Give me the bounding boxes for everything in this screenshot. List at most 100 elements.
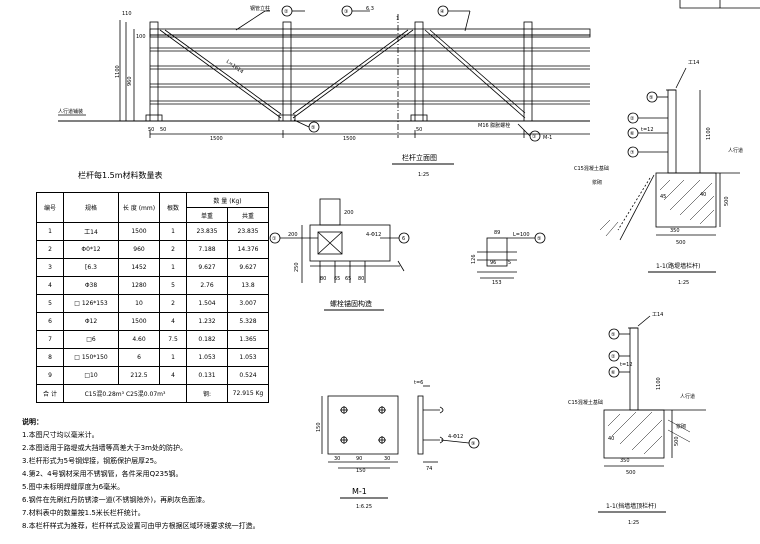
- plate-m1: [321, 385, 480, 469]
- note-item: 4.第2、4号钢材采用不锈钢管，各件采用Q235钢。: [22, 470, 183, 478]
- callout-2: ②: [284, 9, 289, 15]
- dim-1500-b: 1500: [343, 136, 356, 142]
- dim-50-right: 50: [416, 127, 422, 133]
- svg-text:74: 74: [426, 466, 432, 472]
- dim-1500-a: 1500: [210, 136, 223, 142]
- elevation-title: 栏杆立面图: [402, 153, 437, 162]
- svg-text:65: 65: [345, 276, 351, 282]
- label-plate: M-1: [543, 135, 552, 141]
- svg-text:C15混凝土基础: C15混凝土基础: [574, 165, 609, 172]
- svg-text:工14: 工14: [688, 60, 699, 66]
- table-row: 合 计 C15混0.28m³ C25混0.07m³ 钢: 72.915 Kg: [36, 384, 269, 403]
- section-2-hatch: [607, 411, 691, 455]
- svg-text:1100: 1100: [706, 127, 712, 140]
- section-1: [617, 67, 740, 241]
- title-block-fragment: [679, 0, 760, 9]
- svg-text:80: 80: [358, 276, 364, 282]
- svg-text:②: ②: [611, 354, 616, 360]
- notes-title: 说明：: [22, 418, 43, 426]
- anchor-detail: [269, 198, 410, 283]
- svg-text:350: 350: [620, 458, 630, 464]
- svg-text:30: 30: [384, 456, 390, 462]
- svg-text:人行道: 人行道: [728, 147, 743, 154]
- svg-text:153: 153: [492, 280, 502, 286]
- label-gap: 6.3: [366, 6, 374, 12]
- callout-5: ⑤: [311, 125, 315, 131]
- svg-text:200: 200: [344, 210, 354, 216]
- note-item: 3.栏杆形式为5号钢焊接，钢筋保护层厚25。: [22, 457, 162, 465]
- clip-detail: [477, 232, 546, 279]
- svg-text:⑥: ⑥: [611, 370, 616, 376]
- svg-text:4-Φ12: 4-Φ12: [366, 232, 381, 238]
- svg-text:200: 200: [288, 232, 298, 238]
- table-row: 单重 共重: [37, 207, 269, 223]
- section-2-text: 工14 ⑤ ② t=12 ⑥ C15混凝土基础 人行道 浆砌 500 350 1…: [568, 312, 695, 526]
- dim-100: 100: [136, 34, 146, 40]
- label-diag: L=1614: [225, 59, 244, 75]
- label-section: 1: [396, 16, 399, 22]
- svg-text:浆砌: 浆砌: [592, 179, 602, 186]
- svg-text:96: 96: [490, 260, 496, 266]
- note-item: 2.本图适用于路堤或大挡墙等高差大于3m处的防护。: [22, 444, 187, 452]
- svg-text:65: 65: [334, 276, 340, 282]
- note-item: 6.钢件在先刷红丹防锈漆一道(不锈钢除外)，再刷灰色面漆。: [22, 496, 210, 504]
- svg-text:40: 40: [608, 436, 614, 442]
- anchor-detail-text: ① 6 4-Φ12 200 200 250 80 65 65 80 螺栓锚固构造: [272, 210, 405, 308]
- section-1-scale: 1:25: [678, 280, 689, 286]
- label-post: 钢管立柱: [250, 5, 270, 12]
- svg-text:②: ②: [630, 116, 635, 122]
- svg-text:500: 500: [676, 240, 686, 246]
- table-row: 编号 规格 长 度 (mm) 根数 数 量 (Kg): [36, 192, 269, 223]
- svg-text:C15混凝土基础: C15混凝土基础: [568, 399, 603, 406]
- section-1-hatch: [599, 179, 715, 237]
- callout-4: ④: [440, 9, 445, 15]
- svg-text:30: 30: [334, 456, 340, 462]
- svg-text:250: 250: [294, 262, 300, 272]
- svg-text:⑨: ⑨: [471, 441, 475, 447]
- dim-110: 110: [122, 11, 132, 17]
- svg-text:5: 5: [508, 260, 511, 266]
- svg-text:1100: 1100: [656, 377, 662, 390]
- section-2-title: 1-1(挡墙墙顶栏杆): [606, 502, 656, 510]
- callout-1: ①: [532, 134, 537, 140]
- svg-text:t=12: t=12: [641, 127, 654, 133]
- svg-text:89: 89: [494, 230, 500, 236]
- design-notes: 说明： 1.本图尺寸均以毫米计。 2.本图适用于路堤或大挡墙等高差大于3m处的防…: [22, 416, 352, 533]
- svg-text:4-Φ12: 4-Φ12: [448, 434, 463, 440]
- callout-3: ③: [344, 9, 348, 15]
- note-item: 8.本栏杆样式为推荐，栏杆样式及设置可由甲方根据区域环境要求统一打造。: [22, 522, 260, 530]
- note-item: 7.材料表中的数量按1.5米长栏杆统计。: [22, 509, 145, 517]
- svg-text:45: 45: [660, 194, 666, 200]
- railing-elevation: [58, 5, 591, 142]
- section-1-text: 工14 ⑤ ② t=12 ⑥ ⑦ C15混凝土基础 浆砌 500 350 110…: [574, 60, 743, 286]
- svg-text:80: 80: [320, 276, 326, 282]
- svg-text:人行道: 人行道: [680, 393, 695, 400]
- dim-50-left2: 50: [160, 127, 166, 133]
- svg-text:t=12: t=12: [620, 362, 633, 368]
- svg-text:⑤: ⑤: [649, 95, 653, 101]
- svg-text:500: 500: [626, 470, 636, 476]
- svg-text:⑤: ⑤: [537, 236, 541, 242]
- elevation-text: 50 50 1500 1500 50 1100 960 110 100 钢管立柱…: [58, 5, 552, 178]
- elevation-scale: 1:25: [418, 172, 429, 178]
- plate-m1-text: t=6 150 30 90 30 150 4-Φ12 ⑨ 74 M-1 1:6.…: [316, 380, 475, 510]
- bom-title: 栏杆每1.5m材料数量表: [78, 171, 163, 180]
- svg-text:⑤: ⑤: [611, 332, 615, 338]
- svg-text:90: 90: [356, 456, 362, 462]
- svg-text:L=100: L=100: [513, 232, 530, 238]
- label-weld: M16 膨胀螺栓: [478, 122, 510, 129]
- note-item: 1.本图尺寸均以毫米计。: [22, 431, 99, 439]
- note-item: 5.图中未标明焊缝厚度为6毫米。: [22, 483, 125, 491]
- plate-scale: 1:6.25: [356, 504, 372, 510]
- svg-text:工14: 工14: [652, 312, 663, 318]
